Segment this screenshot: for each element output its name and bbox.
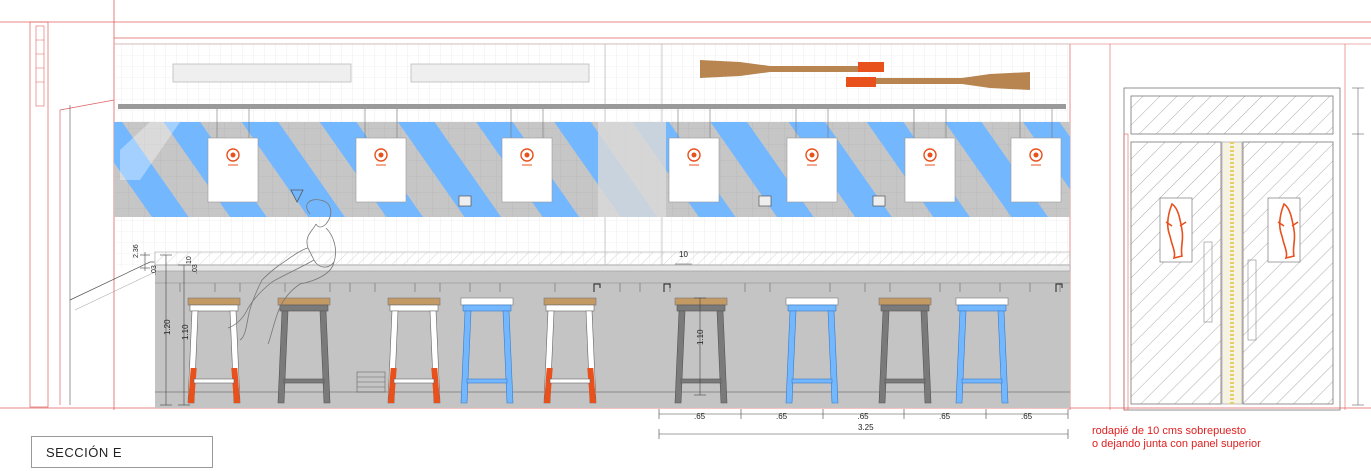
counter-hook — [593, 283, 601, 292]
seated-person — [227, 199, 336, 345]
section-title-box: SECCIÓN E — [31, 436, 213, 468]
section-title: SECCIÓN E — [46, 445, 123, 460]
dim-left-a: 2.36 — [133, 244, 140, 258]
stool — [674, 297, 728, 404]
bar-counter — [154, 251, 1071, 408]
menu-sheet — [501, 109, 553, 203]
dim-top-b: .03 — [192, 264, 199, 274]
dimension-lines — [140, 252, 706, 406]
menu-sheet — [355, 109, 407, 203]
spacing-dimension — [658, 409, 1069, 439]
logo-badge-icon — [805, 148, 819, 166]
stool — [955, 297, 1009, 404]
counter-hook — [663, 283, 671, 292]
menu-sheets — [207, 109, 1062, 203]
note-line-1: rodapié de 10 cms sobrepuesto — [1092, 425, 1247, 437]
menu-sheet — [786, 109, 838, 203]
hanging-rail — [118, 104, 1066, 109]
oar-icon — [846, 72, 1030, 90]
stool — [543, 297, 597, 404]
door-section — [1123, 87, 1341, 411]
baseboard-note: rodapié de 10 cms sobrepuesto o dejando … — [1092, 425, 1261, 451]
spacing-label: .65 — [858, 412, 870, 421]
dim-ten: 10 — [679, 250, 688, 259]
stool — [785, 297, 839, 404]
oar-icon — [700, 60, 884, 78]
menu-sheet — [207, 109, 259, 203]
spacing-label: .65 — [939, 412, 951, 421]
dim-total: 3.25 — [858, 423, 874, 432]
stool — [387, 297, 441, 404]
light-panel-2 — [410, 63, 590, 83]
stool — [277, 297, 331, 404]
light-panel-1 — [172, 63, 352, 83]
logo-badge-icon — [923, 148, 937, 166]
logo-badge-icon — [374, 148, 388, 166]
menu-sheet — [1010, 109, 1062, 203]
wall-fixtures — [290, 189, 886, 207]
stool — [460, 297, 514, 404]
spacing-labels: .65 .65 .65 .65 .65 — [694, 412, 1033, 421]
logo-badge-icon — [520, 148, 534, 166]
stools — [187, 297, 1009, 404]
stool — [187, 297, 241, 404]
dim-stool-height-center: 1.10 — [696, 329, 705, 345]
fish-icon — [1165, 202, 1187, 260]
dim-stool-height: 1.10 — [181, 324, 190, 340]
dim-top-a: .10 — [186, 256, 193, 266]
dim-bar-height: 1.20 — [163, 319, 172, 335]
menu-sheet — [668, 109, 720, 203]
fish-icon — [1277, 202, 1299, 260]
right-dimension — [1352, 87, 1364, 406]
menu-sheet — [904, 109, 956, 203]
stool — [878, 297, 932, 404]
logo-badge-icon — [687, 148, 701, 166]
floor-grate — [356, 371, 386, 393]
dim-left-b: .03 — [151, 265, 158, 275]
note-line-2: o dejando junta con panel superior — [1092, 438, 1261, 450]
spacing-label: .65 — [1021, 412, 1033, 421]
spacing-label: .65 — [694, 412, 706, 421]
counter-hook — [1055, 283, 1063, 292]
counter-hooks — [179, 283, 1063, 292]
logo-badge-icon — [226, 148, 240, 166]
spacing-label: .65 — [776, 412, 788, 421]
logo-badge-icon — [1029, 148, 1043, 166]
